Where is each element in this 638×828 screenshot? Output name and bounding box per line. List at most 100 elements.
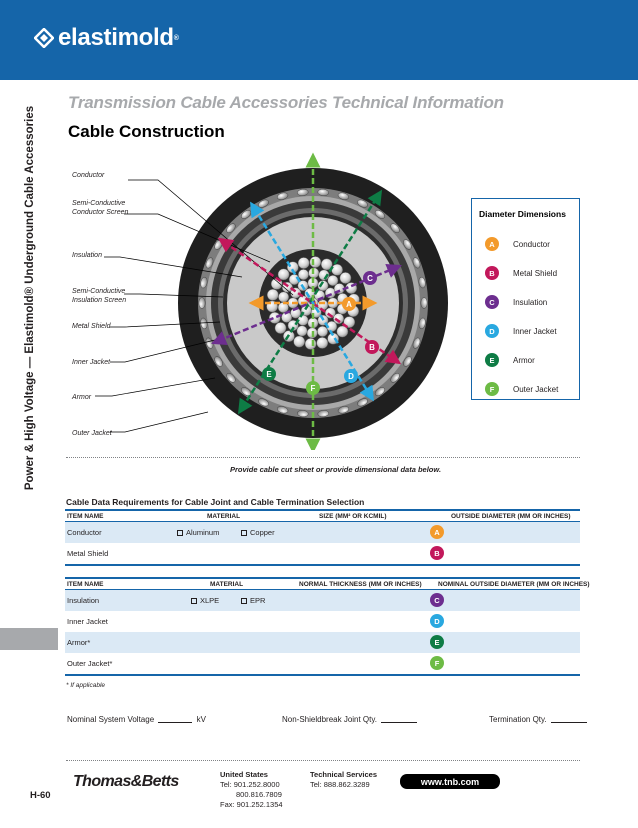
item-name: Armor* xyxy=(67,638,91,647)
table-header: ITEM NAME MATERIAL SIZE (MM² OR KCMIL) O… xyxy=(65,509,580,522)
elastimold-logo: elastimold® xyxy=(34,24,179,52)
armor-wire xyxy=(403,239,412,250)
cut-sheet-note: Provide cable cut sheet or provide dimen… xyxy=(230,465,442,474)
brand-name: elastimold xyxy=(58,24,174,51)
option-aluminum[interactable]: Aluminum xyxy=(177,528,219,537)
badge-e: E xyxy=(485,353,499,367)
checkbox-icon[interactable] xyxy=(177,529,183,536)
checkbox-icon[interactable] xyxy=(241,597,247,604)
table-row: Armor* E xyxy=(65,632,580,653)
conductor-strand xyxy=(339,272,352,284)
requirements-title: Cable Data Requirements for Cable Joint … xyxy=(66,497,365,507)
badge-d: D xyxy=(430,614,444,628)
table-end-rule xyxy=(65,564,580,566)
divider-dotted xyxy=(66,457,580,458)
marker-c xyxy=(363,271,377,285)
badge-d: D xyxy=(485,324,499,338)
brand-reg: ® xyxy=(173,34,179,42)
conductor-strand xyxy=(296,325,308,337)
armor-wire xyxy=(418,276,426,289)
tech-services-tel: Tel: 888.862.3289 xyxy=(310,780,370,789)
col-item-name: ITEM NAME xyxy=(67,513,104,520)
us-tel-alt: 800.816.7809 xyxy=(236,790,282,799)
option-copper[interactable]: Copper xyxy=(241,528,275,537)
checkbox-icon[interactable] xyxy=(191,597,197,604)
legend-label: Metal Shield xyxy=(513,268,558,278)
marker-d xyxy=(344,369,358,383)
footer-divider-dotted xyxy=(66,760,580,761)
layer-label-metal-shield: Metal Shield xyxy=(72,323,111,330)
marker-b xyxy=(365,340,379,354)
badge-f: F xyxy=(430,656,444,670)
badge-a: A xyxy=(430,525,444,539)
table-row: Insulation XLPE EPR C xyxy=(65,590,580,611)
termination-qty-label: Termination Qty. xyxy=(489,715,547,724)
marker-letter-b: B xyxy=(369,343,375,352)
cable-cross-section-diagram: A B C D E F xyxy=(95,152,448,450)
us-contact-title: United States xyxy=(220,770,268,779)
armor-wire xyxy=(403,356,412,367)
layer-label-conductor: Conductor xyxy=(72,172,105,179)
item-name: Metal Shield xyxy=(67,549,109,558)
option-epr[interactable]: EPR xyxy=(241,596,265,605)
section-header: Transmission Cable Accessories Technical… xyxy=(68,93,504,112)
page-number: H-60 xyxy=(30,790,51,801)
elastimold-diamond-icon xyxy=(34,28,54,48)
armor-wire xyxy=(418,317,426,330)
page-title: Cable Construction xyxy=(68,122,225,141)
legend-label: Outer Jacket xyxy=(513,384,559,394)
insulation-table: ITEM NAME MATERIAL NORMAL THICKNESS (MM … xyxy=(65,577,590,676)
col-nominal-outside-diameter: NOMINAL OUTSIDE DIAMETER (MM OR INCHES) xyxy=(438,581,590,588)
conductor-strand xyxy=(317,326,328,337)
layer-label-conductor-screen: Semi-Conductive Conductor Screen xyxy=(72,200,129,216)
item-name: Conductor xyxy=(67,528,102,537)
conductor-table: ITEM NAME MATERIAL SIZE (MM² OR KCMIL) O… xyxy=(65,509,580,566)
col-item-name: ITEM NAME xyxy=(67,581,104,588)
layer-label-insulation-screen: Semi-Conductive Insulation Screen xyxy=(72,288,127,304)
side-tab xyxy=(0,628,58,650)
checkbox-icon[interactable] xyxy=(241,529,247,536)
voltage-label: Nominal System Voltage xyxy=(67,715,155,724)
table-row: Outer Jacket* F xyxy=(65,653,580,674)
armor-wire xyxy=(412,257,421,269)
conductor-strand xyxy=(293,335,306,348)
legend-label: Armor xyxy=(513,355,535,365)
item-name: Outer Jacket* xyxy=(67,659,113,668)
termination-qty-blank[interactable] xyxy=(550,722,587,723)
website-link[interactable]: www.tnb.com xyxy=(400,774,500,789)
col-material: MATERIAL xyxy=(207,513,241,520)
marker-letter-f: F xyxy=(311,384,316,393)
col-material: MATERIAL xyxy=(210,581,244,588)
legend-item-armor: E Armor xyxy=(485,352,535,368)
armor-wire xyxy=(226,223,236,234)
table-row: Inner Jacket D xyxy=(65,611,580,632)
layer-label-inner-jacket: Inner Jacket xyxy=(72,359,111,366)
voltage-unit: kV xyxy=(196,715,206,724)
option-xlpe[interactable]: XLPE xyxy=(191,596,219,605)
col-normal-thickness: NORMAL THICKNESS (MM OR INCHES) xyxy=(299,581,422,588)
conductor-strand xyxy=(316,337,329,349)
footnote: * If applicable xyxy=(66,682,106,689)
marker-f xyxy=(306,381,320,395)
armor-wire xyxy=(390,372,400,383)
joint-qty-label: Non-Shieldbreak Joint Qty. xyxy=(282,715,378,724)
voltage-field: Nominal System Voltage kV xyxy=(67,715,206,724)
badge-c: C xyxy=(485,295,499,309)
legend-title: Diameter Dimensions xyxy=(479,209,566,219)
joint-qty-field: Non-Shieldbreak Joint Qty. xyxy=(282,715,419,724)
conductor-strand xyxy=(297,257,310,269)
conductor-strand xyxy=(278,291,289,303)
voltage-blank[interactable] xyxy=(158,722,193,723)
conductor-strand xyxy=(274,322,287,334)
tech-services-contact: Technical Services Tel: 888.862.3289 xyxy=(310,770,377,790)
us-tel: Tel: 901.252.8000 xyxy=(220,780,280,789)
badge-f: F xyxy=(485,382,499,396)
layer-label-armor: Armor xyxy=(72,394,92,401)
armor-wire xyxy=(226,372,236,383)
badge-c: C xyxy=(430,593,444,607)
conductor-strand xyxy=(309,256,322,268)
marker-letter-e: E xyxy=(266,370,272,379)
joint-qty-blank[interactable] xyxy=(381,722,418,723)
layer-label-outer-jacket: Outer Jacket xyxy=(72,430,112,437)
